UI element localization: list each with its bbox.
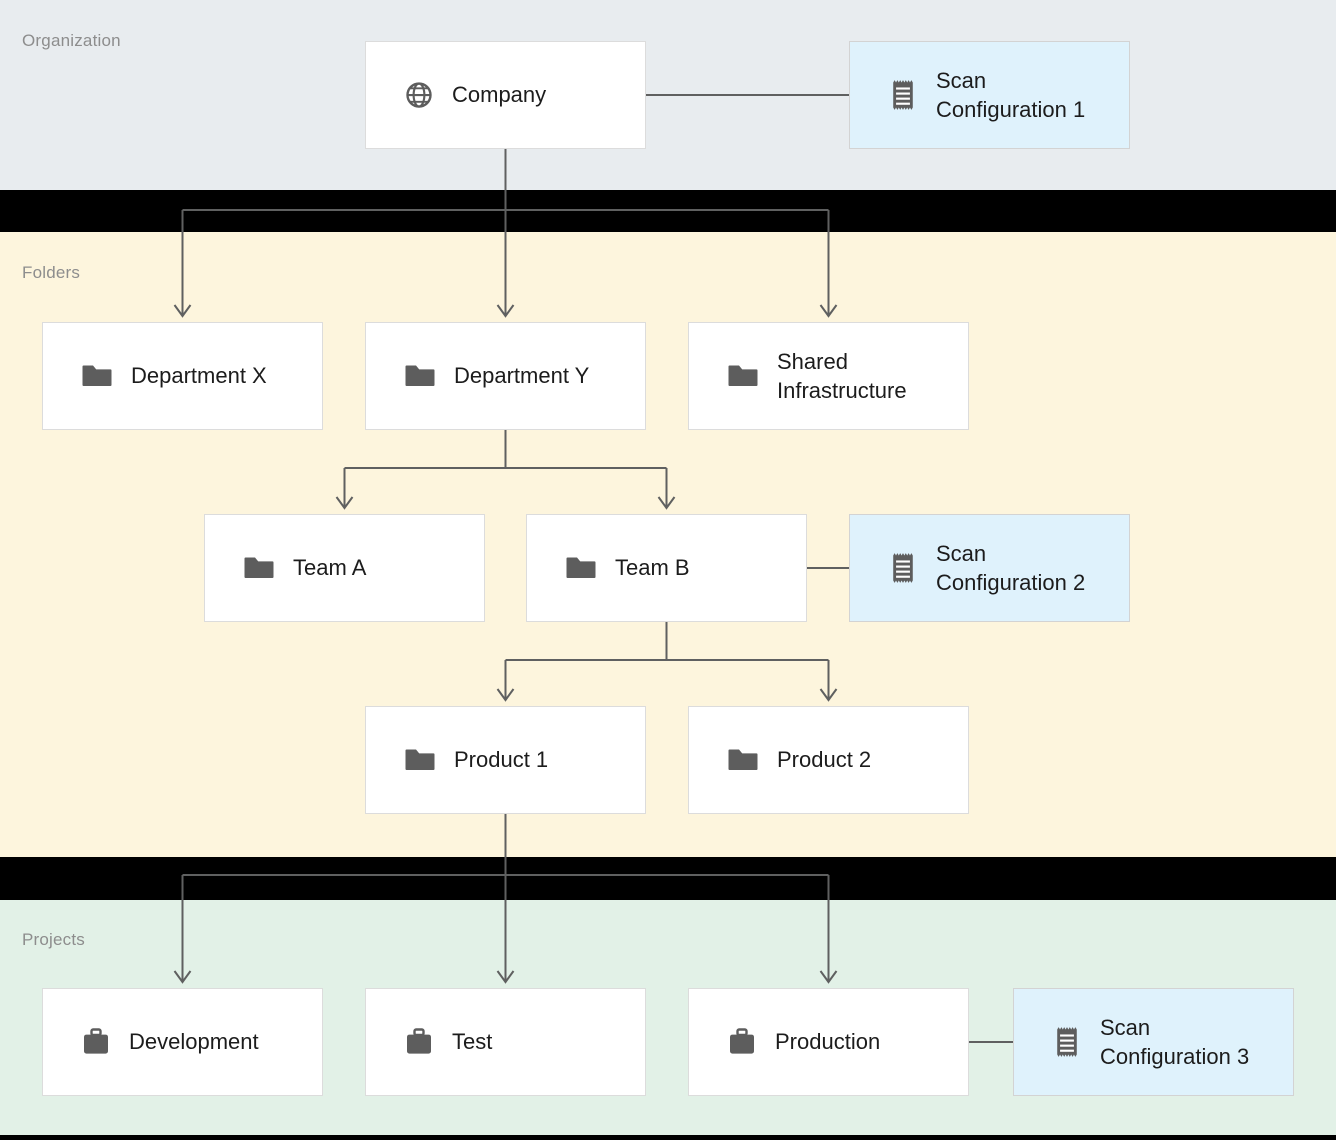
node-label-department-x: Department X — [131, 363, 267, 389]
node-label-company: Company — [452, 82, 547, 108]
node-development[interactable]: Development — [42, 988, 323, 1096]
node-label-product-1: Product 1 — [454, 747, 549, 773]
node-label-shared-infrastructure: Shared Infrastructure — [777, 348, 907, 403]
node-scan-configuration-3[interactable]: Scan Configuration 3 — [1013, 988, 1294, 1096]
folder-icon — [727, 745, 759, 775]
briefcase-icon — [81, 1027, 111, 1057]
node-label-scan-configuration-3: Scan Configuration 3 — [1100, 1014, 1250, 1069]
briefcase-icon — [404, 1027, 434, 1057]
node-label-department-y: Department Y — [454, 363, 590, 389]
scan-receipt-icon — [1052, 1026, 1082, 1058]
folder-icon — [565, 553, 597, 583]
node-company[interactable]: Company — [365, 41, 646, 149]
band-label-folders: Folders — [22, 263, 81, 282]
node-product-2[interactable]: Product 2 — [688, 706, 969, 814]
folder-icon — [243, 553, 275, 583]
scan-receipt-icon — [888, 79, 918, 111]
node-team-a[interactable]: Team A — [204, 514, 485, 622]
node-shared-infrastructure[interactable]: Shared Infrastructure — [688, 322, 969, 430]
node-scan-configuration-2[interactable]: Scan Configuration 2 — [849, 514, 1130, 622]
node-test[interactable]: Test — [365, 988, 646, 1096]
node-label-scan-configuration-2: Scan Configuration 2 — [936, 540, 1086, 595]
folder-icon — [404, 361, 436, 391]
node-production[interactable]: Production — [688, 988, 969, 1096]
node-label-product-2: Product 2 — [777, 747, 872, 773]
band-label-projects: Projects — [22, 930, 86, 949]
node-department-y[interactable]: Department Y — [365, 322, 646, 430]
globe-icon — [404, 80, 434, 110]
node-team-b[interactable]: Team B — [526, 514, 807, 622]
node-scan-configuration-1[interactable]: Scan Configuration 1 — [849, 41, 1130, 149]
node-label-scan-configuration-1: Scan Configuration 1 — [936, 67, 1086, 122]
folder-icon — [81, 361, 113, 391]
node-department-x[interactable]: Department X — [42, 322, 323, 430]
node-label-test: Test — [452, 1029, 493, 1055]
scan-receipt-icon — [888, 552, 918, 584]
node-label-team-b: Team B — [615, 555, 690, 581]
folder-icon — [404, 745, 436, 775]
node-label-team-a: Team A — [293, 555, 367, 581]
node-label-production: Production — [775, 1029, 881, 1055]
folder-icon — [727, 361, 759, 391]
node-label-development: Development — [129, 1029, 259, 1055]
node-product-1[interactable]: Product 1 — [365, 706, 646, 814]
briefcase-icon — [727, 1027, 757, 1057]
band-organization — [0, 0, 1336, 190]
band-label-organization: Organization — [22, 31, 121, 50]
